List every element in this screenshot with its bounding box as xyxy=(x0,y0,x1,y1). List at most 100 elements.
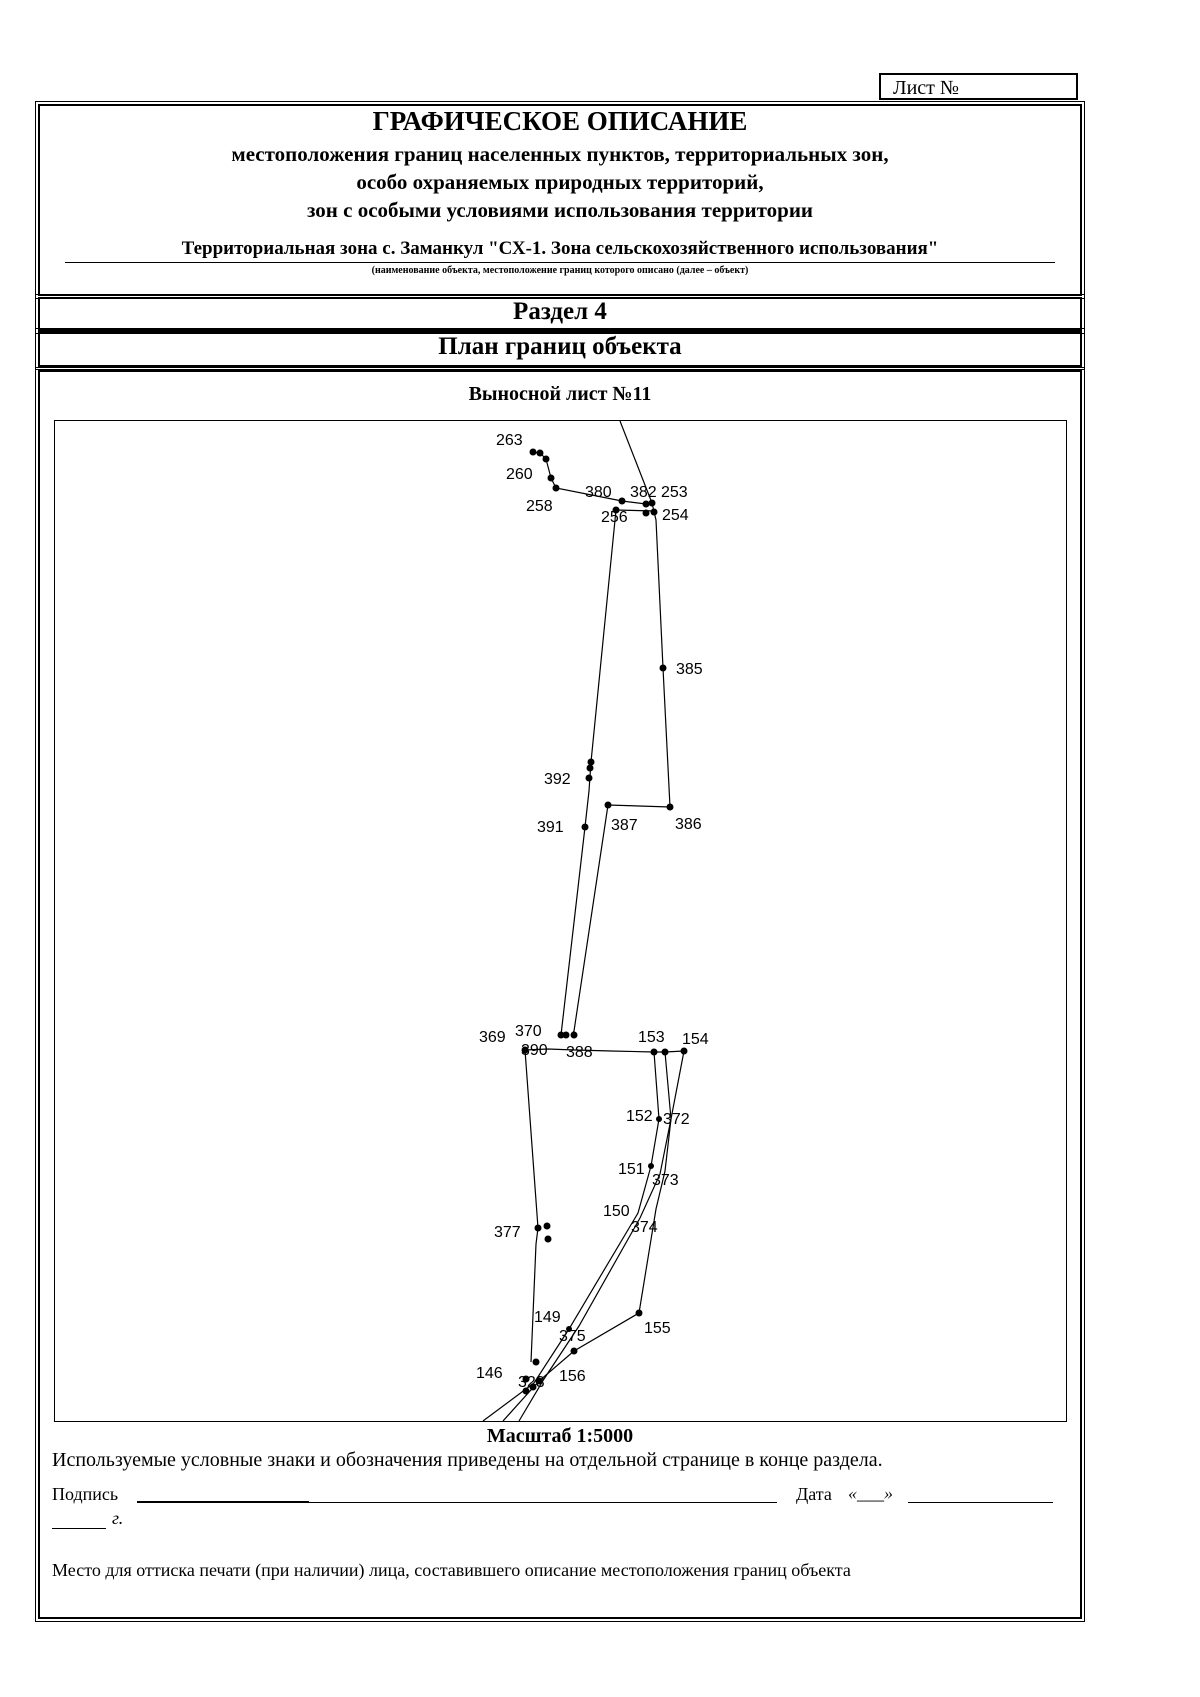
point-marker xyxy=(529,1383,537,1391)
boundary-line-369-146 xyxy=(524,1049,539,1363)
boundary-line-154-156 xyxy=(502,1051,672,1421)
point-label: 387 xyxy=(611,817,638,834)
point-label: 253 xyxy=(661,484,688,501)
point-labels: 263 260 258 380 382 253 256 254 385 392 … xyxy=(476,432,709,1391)
point-marker xyxy=(650,1048,658,1056)
point-label: 155 xyxy=(644,1320,671,1337)
boundary-line-372-323 xyxy=(518,1050,685,1421)
zone-note: (наименование объекта, местоположение гр… xyxy=(371,265,749,276)
year-suffix: г. xyxy=(112,1508,124,1528)
point-marker xyxy=(648,499,656,507)
zone-underline xyxy=(65,262,1055,263)
point-label: 380 xyxy=(585,484,612,501)
stamp-note: Место для оттиска печати (при наличии) л… xyxy=(52,1560,851,1580)
point-marker xyxy=(656,1116,662,1122)
point-label: 156 xyxy=(559,1368,586,1385)
point-label: 256 xyxy=(601,509,628,526)
point-label: 146 xyxy=(476,1365,503,1382)
subtitle-line-1: местоположения границ населенных пунктов… xyxy=(231,142,889,166)
point-marker xyxy=(529,448,537,456)
boundary-line-middle xyxy=(524,1048,685,1053)
point-marker xyxy=(543,1222,551,1230)
signature-line xyxy=(137,1502,777,1503)
point-marker xyxy=(581,823,589,831)
point-label: 392 xyxy=(544,771,571,788)
header-frame xyxy=(35,101,1085,299)
date-day-field: «___» xyxy=(848,1483,893,1503)
section-title: Раздел 4 xyxy=(513,298,607,325)
map-frame: 263 260 258 380 382 253 256 254 385 392 … xyxy=(54,420,1067,1422)
legend-note: Используемые условные знаки и обозначени… xyxy=(52,1449,883,1471)
point-label: 153 xyxy=(638,1029,665,1046)
point-marker xyxy=(659,664,667,672)
main-frame xyxy=(35,367,1085,1622)
point-label: 260 xyxy=(506,466,533,483)
point-marker xyxy=(648,1163,654,1169)
boundary-line-west xyxy=(560,509,657,1036)
point-marker xyxy=(618,497,626,505)
point-marker xyxy=(532,1358,540,1366)
point-marker xyxy=(642,500,650,508)
point-label: 391 xyxy=(537,819,564,836)
date-line xyxy=(908,1502,1053,1503)
point-label: 390 xyxy=(521,1042,548,1059)
point-marker xyxy=(521,1046,529,1054)
point-marker xyxy=(552,484,560,492)
point-label: 258 xyxy=(526,498,553,515)
signature-label: Подпись xyxy=(52,1484,119,1504)
point-label: 149 xyxy=(534,1309,561,1326)
point-marker xyxy=(522,1387,530,1395)
scale-label: Масштаб 1:5000 xyxy=(486,1425,634,1447)
section-frame xyxy=(35,294,1085,334)
sheet-label: Выносной лист №11 xyxy=(468,383,652,405)
point-marker xyxy=(666,803,674,811)
zone-name: Территориальная зона с. Заманкул "СХ-1. … xyxy=(181,238,939,259)
point-marker xyxy=(547,474,555,482)
point-label: 151 xyxy=(618,1161,645,1178)
point-marker xyxy=(544,1235,552,1243)
plan-title: План границ объекта xyxy=(438,333,682,360)
signature-line-accent xyxy=(137,1501,309,1502)
point-label: 323 xyxy=(518,1374,545,1391)
point-label: 375 xyxy=(559,1328,586,1345)
point-label: 254 xyxy=(662,507,689,524)
boundary-plan: 263 260 258 380 382 253 256 254 385 392 … xyxy=(476,421,709,1421)
point-marker xyxy=(536,449,544,457)
point-marker xyxy=(586,764,594,772)
point-marker xyxy=(522,1375,530,1383)
point-marker xyxy=(566,1326,572,1332)
year-line xyxy=(52,1528,106,1529)
point-marker xyxy=(661,1048,669,1056)
point-marker xyxy=(635,1309,643,1317)
boundary-points xyxy=(521,448,688,1395)
point-marker xyxy=(557,1031,565,1039)
point-label: 152 xyxy=(626,1108,653,1125)
point-marker xyxy=(650,508,658,516)
point-marker xyxy=(535,1377,543,1385)
subtitle-line-3: зон с особыми условиями использования те… xyxy=(306,198,814,222)
point-label: 369 xyxy=(479,1029,506,1046)
point-label: 385 xyxy=(676,661,703,678)
date-label: Дата xyxy=(796,1484,832,1504)
sheet-number-box: Лист № xyxy=(879,73,1078,100)
point-label: 372 xyxy=(663,1111,690,1128)
point-marker xyxy=(570,1347,578,1355)
point-label: 263 xyxy=(496,432,523,449)
point-marker xyxy=(570,1031,578,1039)
point-marker xyxy=(534,1224,542,1232)
sheet-number-label: Лист № xyxy=(893,77,959,99)
point-label: 373 xyxy=(652,1172,679,1189)
point-label: 382 xyxy=(630,484,657,501)
point-label: 154 xyxy=(682,1031,709,1048)
point-marker xyxy=(585,774,593,782)
point-label: 150 xyxy=(603,1203,630,1220)
point-label: 377 xyxy=(494,1224,521,1241)
point-label: 388 xyxy=(566,1044,593,1061)
point-marker xyxy=(612,506,620,514)
point-marker xyxy=(542,455,550,463)
plan-title-frame xyxy=(35,328,1085,370)
point-label: 386 xyxy=(675,816,702,833)
point-label: 370 xyxy=(515,1023,542,1040)
point-label: 374 xyxy=(631,1219,658,1236)
document-title: ГРАФИЧЕСКОЕ ОПИСАНИЕ xyxy=(372,106,748,136)
